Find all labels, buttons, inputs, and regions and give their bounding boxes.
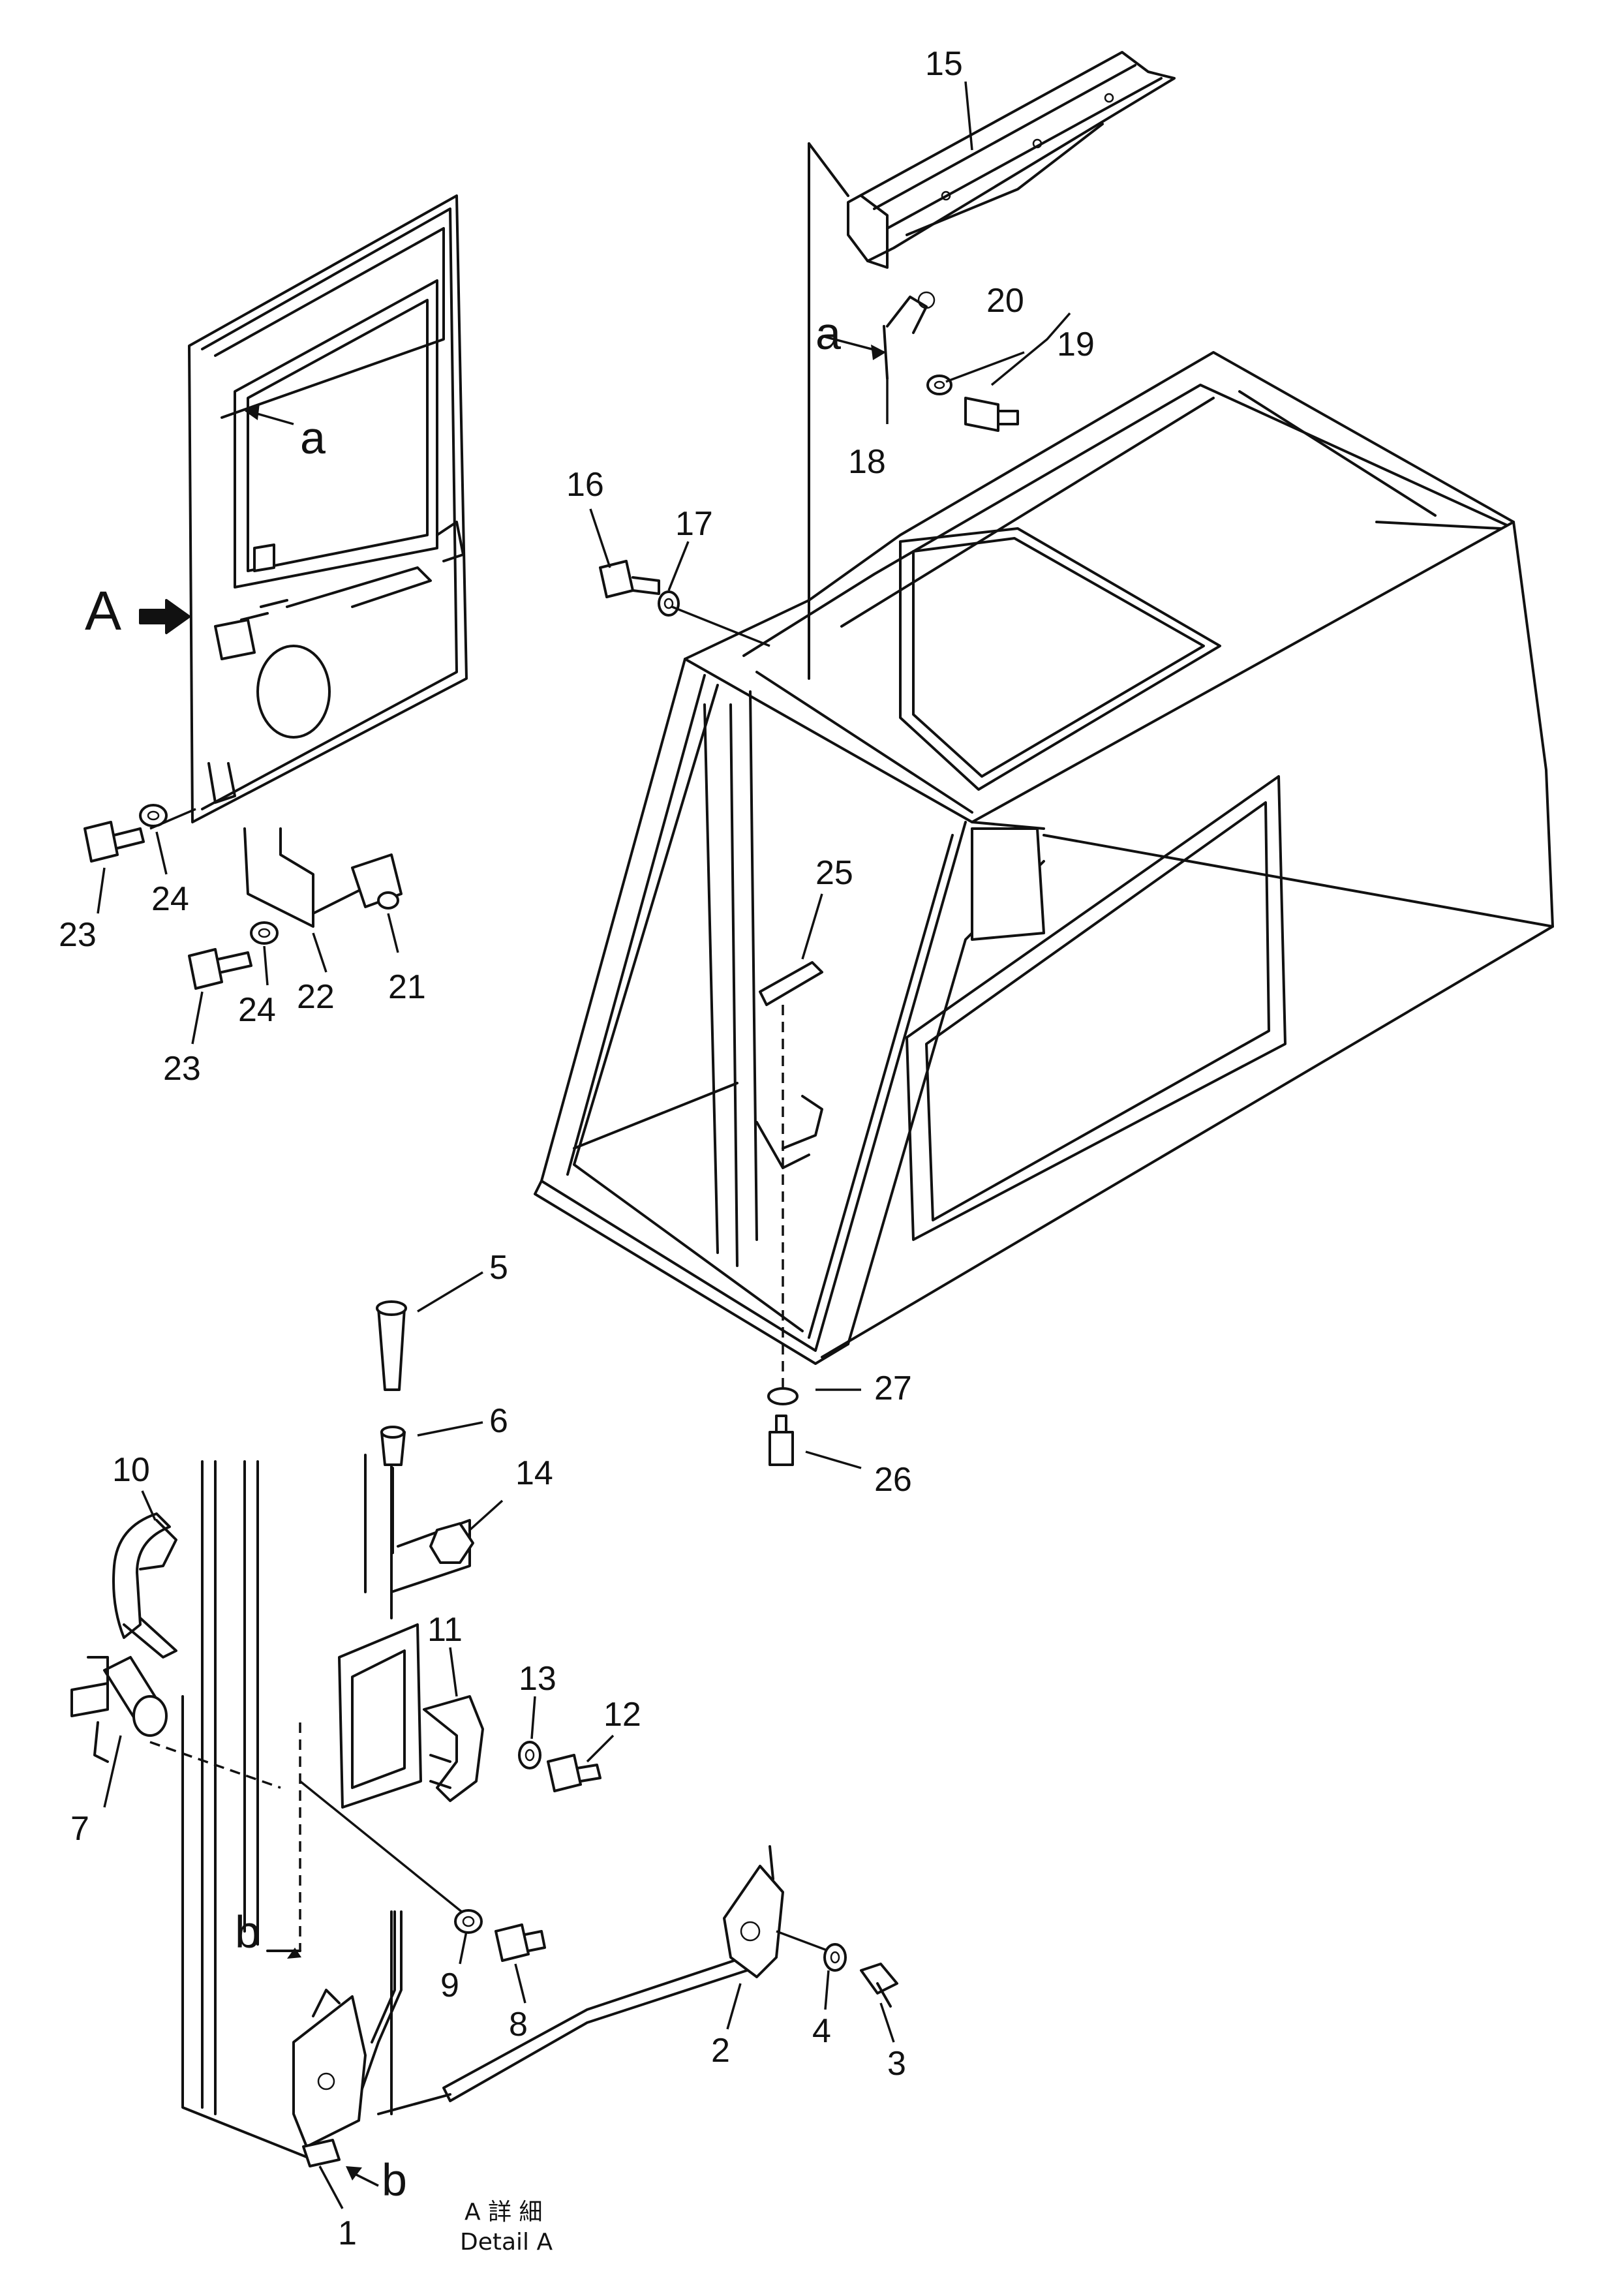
ref-b-bottom: b xyxy=(382,2154,407,2205)
control-rod-horizontal xyxy=(442,1956,748,2102)
door-assembly xyxy=(188,194,468,823)
bracket-part-18 xyxy=(883,291,936,380)
label-part-25: 25 xyxy=(815,854,853,892)
bolt-part-3 xyxy=(860,1963,898,2008)
washer-part-9 xyxy=(454,1909,483,1934)
latch-lever-part-2 xyxy=(723,1845,784,1978)
washer-part-24-a xyxy=(139,804,168,827)
label-part-15: 15 xyxy=(925,45,963,83)
label-part-14: 14 xyxy=(515,1454,553,1492)
washer-part-27 xyxy=(767,1387,799,1405)
bolt-part-16 xyxy=(599,560,660,598)
washer-part-13 xyxy=(518,1741,541,1769)
part-labels: 15 20 19 18 16 17 25 27 26 5 6 14 10 11 … xyxy=(59,45,1095,2252)
rod-part-5 xyxy=(376,1300,407,1391)
ref-b-left: b xyxy=(235,1906,260,1957)
label-part-9: 9 xyxy=(440,1967,459,2004)
nut-part-14 xyxy=(429,1522,474,1564)
label-part-12: 12 xyxy=(603,1696,641,1734)
label-part-4: 4 xyxy=(812,2012,831,2050)
washer-part-20 xyxy=(926,375,952,395)
label-part-24-b: 24 xyxy=(238,991,276,1029)
bolt-part-19 xyxy=(964,397,1019,432)
label-part-23-a: 23 xyxy=(59,916,97,954)
label-part-17: 17 xyxy=(675,505,713,543)
caption-line-2: Detail A xyxy=(460,2229,553,2256)
label-part-27: 27 xyxy=(874,1370,912,1407)
label-part-8: 8 xyxy=(509,2006,528,2043)
label-part-3: 3 xyxy=(887,2045,906,2083)
lock-body-part-1 xyxy=(292,1989,367,2167)
lock-cylinder-part-7 xyxy=(70,1656,168,1763)
bolt-part-12 xyxy=(547,1754,601,1792)
hinge-part-21 xyxy=(351,853,403,910)
screw-part-8 xyxy=(495,1923,546,1962)
caption-line-1: A 詳 細 xyxy=(464,2199,543,2226)
bracket-part-22 xyxy=(243,827,367,928)
label-part-13: 13 xyxy=(519,1660,556,1698)
label-part-16: 16 xyxy=(566,466,604,504)
cab-body xyxy=(534,351,1554,1365)
grip-handle-part-10 xyxy=(112,1512,177,1659)
ref-a-upper: a xyxy=(300,412,326,463)
label-part-20: 20 xyxy=(986,282,1024,320)
label-part-21: 21 xyxy=(388,968,426,1006)
label-part-24-a: 24 xyxy=(151,880,189,918)
control-rod-vertical xyxy=(354,1910,403,2109)
washer-part-17 xyxy=(658,590,680,617)
label-part-7: 7 xyxy=(70,1810,89,1848)
label-part-5: 5 xyxy=(489,1249,508,1287)
reference-letters: A a a b b xyxy=(85,308,841,2205)
label-part-19: 19 xyxy=(1057,326,1095,363)
view-label-a: A xyxy=(85,580,121,641)
detail-caption: A 詳 細 Detail A xyxy=(460,2199,553,2256)
bushing-part-6 xyxy=(380,1426,406,1466)
label-part-2: 2 xyxy=(711,2032,730,2070)
washer-part-24-b xyxy=(250,921,279,945)
ref-a-lower: a xyxy=(815,308,841,359)
washer-part-4 xyxy=(823,1943,847,1972)
rail-reference-line xyxy=(808,142,849,680)
label-part-22: 22 xyxy=(297,978,335,1016)
label-part-26: 26 xyxy=(874,1461,912,1499)
bolt-part-23-a xyxy=(84,821,145,863)
bolt-part-26 xyxy=(769,1415,794,1466)
view-arrow-a xyxy=(139,599,190,634)
label-part-11: 11 xyxy=(427,1611,463,1649)
inner-handle-part-11 xyxy=(423,1695,484,1802)
label-part-23-b: 23 xyxy=(163,1050,201,1088)
label-part-1: 1 xyxy=(338,2214,357,2252)
top-rail-part-15 xyxy=(847,51,1176,269)
label-part-6: 6 xyxy=(489,1402,508,1440)
bracket-part-25 xyxy=(759,961,823,1006)
bolt-part-23-b xyxy=(188,948,252,990)
label-part-18: 18 xyxy=(848,443,886,481)
label-part-10: 10 xyxy=(112,1451,150,1489)
